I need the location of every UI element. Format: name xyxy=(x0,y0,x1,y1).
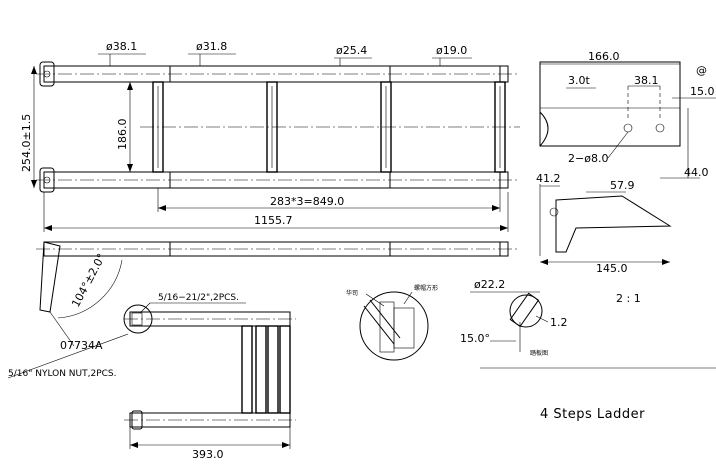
dim-1-2: 1.2 xyxy=(550,316,568,329)
tread-detail xyxy=(470,291,549,352)
dim-d22: ø22.2 xyxy=(474,278,505,291)
dim-d31: ø31.8 xyxy=(196,40,227,53)
dim-d19: ø19.0 xyxy=(436,44,467,57)
ladder-plan-view xyxy=(31,53,520,232)
end-hinge-bottom xyxy=(39,167,55,193)
scale-note: 2 : 1 xyxy=(616,292,641,305)
dim-41-2: 41.2 xyxy=(536,172,561,185)
dim-393: 393.0 xyxy=(192,448,224,461)
dim-15-deg: 15.0° xyxy=(460,332,490,345)
dim-57-9: 57.9 xyxy=(610,179,635,192)
dim-254: 254.0±1.5 xyxy=(20,114,33,172)
dim-length: 1155.7 xyxy=(254,214,293,227)
dim-d25: ø25.4 xyxy=(336,44,367,57)
dim-44: 44.0 xyxy=(684,166,709,179)
square-nut-label: 螺帽方形 xyxy=(414,284,438,292)
dim-145: 145.0 xyxy=(596,262,628,275)
hinge-callout-top xyxy=(123,304,153,334)
dim-38-1: 38.1 xyxy=(634,74,659,87)
dim-166: 166.0 xyxy=(588,50,620,63)
bolt-note: 5/16−21/2",2PCS. xyxy=(158,293,239,303)
mount-bracket-side-view xyxy=(539,184,672,265)
dim-186: 186.0 xyxy=(116,119,129,151)
side-bracket xyxy=(39,241,61,313)
ladder-side-view xyxy=(36,241,520,347)
bolt-hole-1 xyxy=(623,123,633,133)
dim-15: 15.0 xyxy=(690,85,715,98)
dim-holes: 2−ø8.0 xyxy=(568,152,608,165)
nut-note: 5/16" NYLON NUT,2PCS. xyxy=(8,369,117,379)
dim-d38: ø38.1 xyxy=(106,40,137,53)
end-hinge-top xyxy=(39,61,55,87)
tread-label: 踏板图 xyxy=(530,349,548,357)
ladder-folded-view xyxy=(7,302,296,449)
at-mark: @ xyxy=(696,64,707,77)
bolt-hole-2 xyxy=(655,123,665,133)
part-number: 07734A xyxy=(60,339,103,352)
dim-3t: 3.0t xyxy=(568,74,590,87)
dim-angle104: 104°±2.0° xyxy=(69,251,108,309)
washer-label: 华司 xyxy=(346,289,358,297)
dim-pitch: 283*3=849.0 xyxy=(270,195,344,208)
drawing-title: 4 Steps Ladder xyxy=(540,407,645,422)
hinge-detail xyxy=(359,291,429,361)
step-treads xyxy=(152,81,506,173)
mount-bracket-top-view xyxy=(539,61,716,179)
